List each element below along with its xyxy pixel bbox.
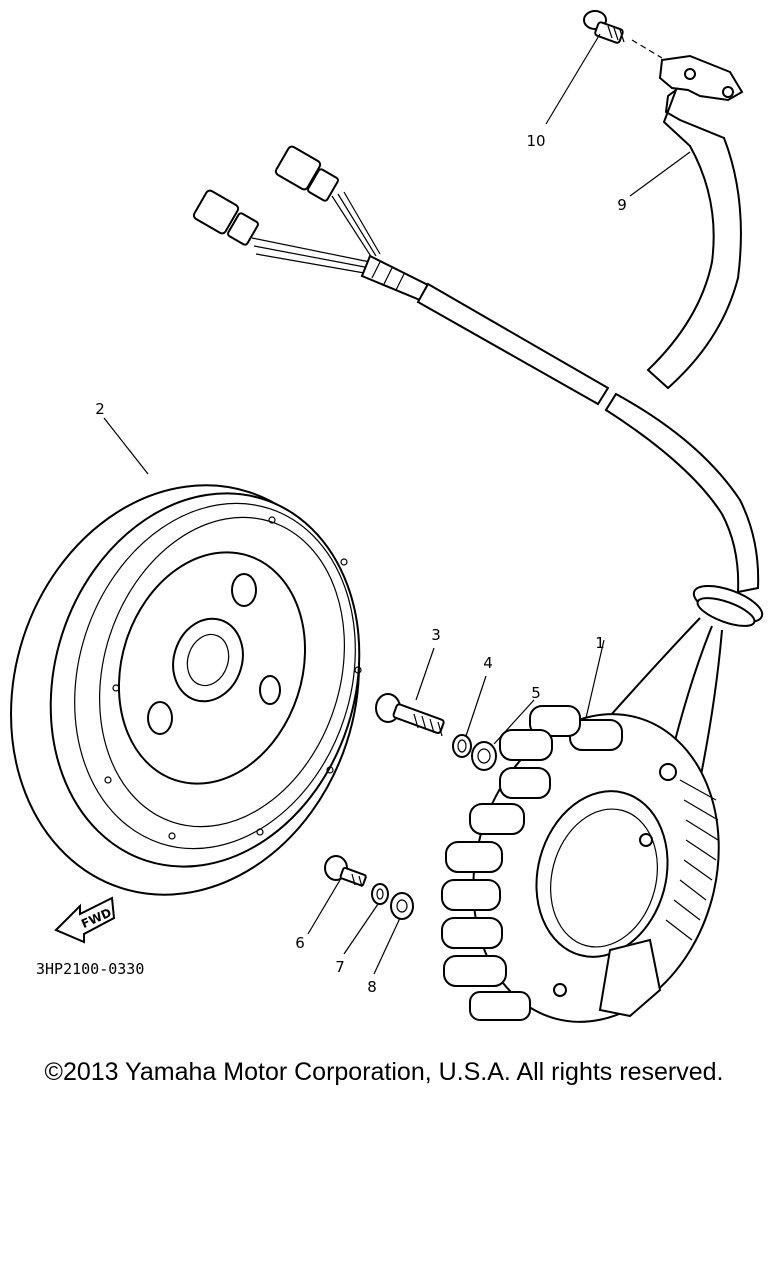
- callout-2: 2: [95, 400, 105, 418]
- part-screw-6: [324, 855, 367, 888]
- part-bracket-9: [646, 54, 744, 390]
- callout-1: 1: [595, 634, 605, 652]
- part-bolt-10: [583, 10, 625, 44]
- part-washer-7: [371, 883, 389, 905]
- part-rotor-2: [10, 484, 362, 896]
- copyright-notice: ©2013 Yamaha Motor Corporation, U.S.A. A…: [44, 1058, 724, 1086]
- wire-harness: [192, 145, 764, 781]
- callout-5: 5: [531, 684, 541, 702]
- callout-7: 7: [335, 958, 345, 976]
- callout-10: 10: [526, 132, 545, 150]
- part-washer-5: [471, 741, 497, 771]
- callout-8: 8: [367, 978, 377, 996]
- callout-4: 4: [483, 654, 493, 672]
- part-washer-4: [452, 734, 472, 758]
- callout-6: 6: [295, 934, 305, 952]
- part-stator-1: [441, 705, 720, 1023]
- callout-9: 9: [617, 196, 627, 214]
- part-code: 3HP2100-0330: [36, 960, 144, 978]
- callout-3: 3: [431, 626, 441, 644]
- part-washer-8: [390, 892, 414, 920]
- part-bolt-3: [375, 693, 445, 737]
- leader-lines: [103, 33, 691, 975]
- parts-diagram: FWD 3HP2100-0330 1 2 3 4 5 6 7 8 9 10: [10, 10, 764, 1023]
- fwd-arrow-icon: FWD: [54, 896, 116, 944]
